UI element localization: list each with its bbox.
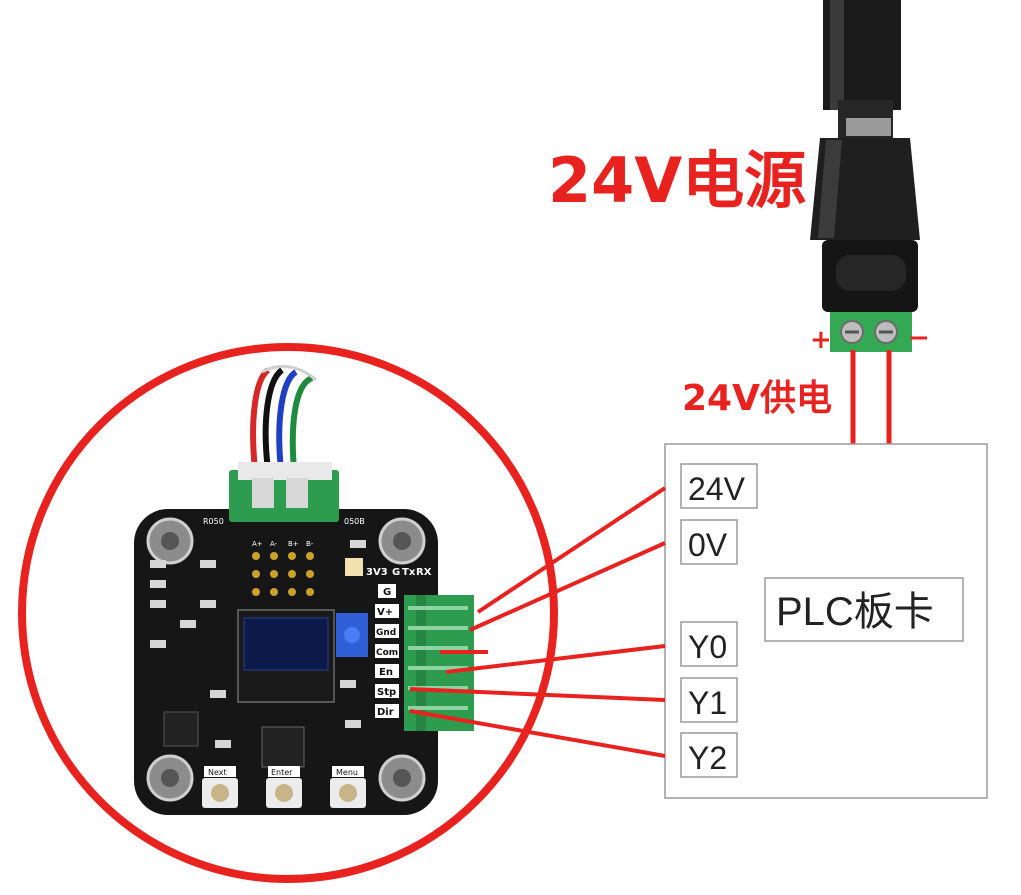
plc-terminal-y2: Y2 xyxy=(680,732,738,778)
svg-text:Gnd: Gnd xyxy=(376,628,396,638)
highlight-circle xyxy=(18,343,558,883)
terminal-label-0v: 0V xyxy=(688,527,728,563)
silk-r050: R050 xyxy=(203,517,224,526)
header-3v3: 3V3 xyxy=(366,567,388,578)
button-enter[interactable]: Enter xyxy=(266,766,302,808)
plc-terminal-0v: 0V xyxy=(680,519,738,565)
motor-cable xyxy=(250,364,317,471)
svg-text:V+: V+ xyxy=(377,607,393,618)
terminal-label-y0: Y0 xyxy=(688,629,727,665)
svg-text:En: En xyxy=(379,667,393,678)
button-enter-label: Enter xyxy=(271,768,293,777)
silk-050b: 050B xyxy=(344,517,365,526)
plc-card-label: PLC板卡 xyxy=(776,590,934,634)
svg-text:Stp: Stp xyxy=(377,687,396,698)
mosfet-chip xyxy=(163,711,199,747)
header-tx: Tx xyxy=(402,567,416,578)
power-title: 24V电源 xyxy=(548,144,806,217)
dc-power-jack xyxy=(810,0,920,352)
svg-text:Dir: Dir xyxy=(377,707,394,718)
plc-terminal-y1: Y1 xyxy=(680,677,738,723)
svg-text:Com: Com xyxy=(376,648,398,658)
silk-motor-a-plus: A+ xyxy=(252,540,263,548)
screw-top-left xyxy=(146,517,194,565)
wire-stp-y1 xyxy=(409,687,666,702)
wire-dir-y2 xyxy=(409,709,666,758)
plus-sign: + xyxy=(810,325,832,355)
supply-label: 24V供电 xyxy=(682,378,832,419)
pin-label-en: En xyxy=(375,664,399,678)
screw-bottom-right xyxy=(378,754,426,802)
driver-board: R050 050B A+ A- B+ B- 3V3 G Tx RX G xyxy=(134,462,474,815)
wire-gnd-0v xyxy=(469,541,666,632)
button-next-label: Next xyxy=(208,768,227,777)
screw-bottom-left xyxy=(146,754,194,802)
plc-terminal-24v: 24V xyxy=(680,463,758,509)
silk-motor-a-minus: A- xyxy=(270,540,278,548)
minus-sign: − xyxy=(908,323,930,353)
wire-en-y0 xyxy=(445,644,666,674)
button-next[interactable]: Next xyxy=(202,766,238,808)
header-g: G xyxy=(392,567,400,578)
silk-motor-b-minus: B- xyxy=(306,540,314,548)
wire-vplus-24v xyxy=(476,486,667,614)
terminal-label-24v: 24V xyxy=(688,471,746,507)
pin-label-com: Com xyxy=(375,644,399,658)
pin-label-stp: Stp xyxy=(375,684,399,698)
button-menu[interactable]: Menu xyxy=(330,766,366,808)
silk-motor-b-plus: B+ xyxy=(288,540,299,548)
pin-label-dir: Dir xyxy=(375,704,399,718)
signal-wires xyxy=(409,486,667,758)
control-connector xyxy=(404,595,474,731)
capacitor xyxy=(345,558,363,576)
pin-label-gnd: Gnd xyxy=(375,624,399,638)
pin-header-grid xyxy=(252,552,314,596)
plc-card-label-box: PLC板卡 xyxy=(764,577,964,642)
plc-terminal-y0: Y0 xyxy=(680,621,738,667)
button-menu-label: Menu xyxy=(336,768,358,777)
screw-top-right xyxy=(378,517,426,565)
header-rx: RX xyxy=(416,567,432,578)
smd-components xyxy=(150,540,366,748)
terminal-label-y1: Y1 xyxy=(688,685,727,721)
terminal-label-y2: Y2 xyxy=(688,740,727,776)
ground-label: G xyxy=(383,587,391,598)
driver-chip xyxy=(261,726,305,768)
pin-label-vplus: V+ xyxy=(375,604,399,618)
